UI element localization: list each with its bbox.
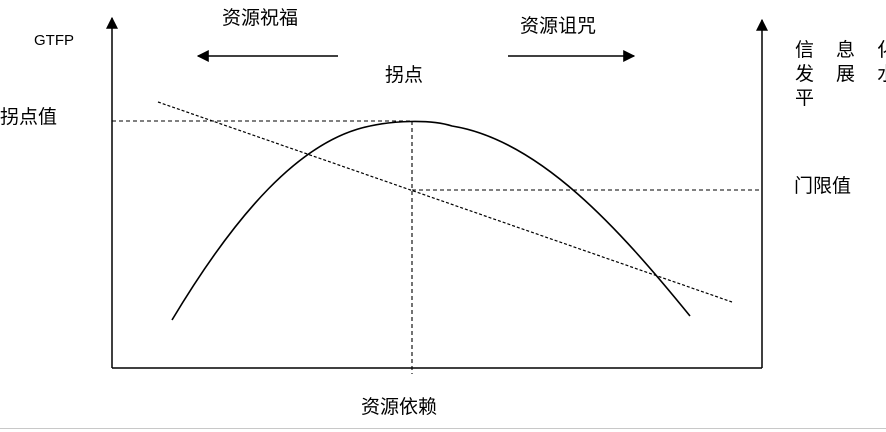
right-axis-label-line-3: 平	[795, 87, 823, 109]
left-axis-label: GTFP	[34, 32, 74, 49]
inverted-u-curve	[171, 120, 691, 321]
threshold-line	[157, 101, 733, 303]
right-axis-label-line-2: 发 展 水	[795, 63, 886, 85]
right-axis-label-line-1: 信 息 化	[795, 39, 886, 61]
threshold-label: 门限值	[794, 175, 852, 197]
right-arrow-label: 资源诅咒	[520, 15, 597, 37]
turning-value-label: 拐点值	[0, 106, 58, 128]
x-axis-label: 资源依赖	[361, 396, 438, 418]
right-axis-label: 信 息 化 发 展 水 平	[795, 41, 886, 113]
bottom-divider	[0, 428, 886, 429]
turning-point-label: 拐点	[385, 64, 424, 86]
left-arrow-label: 资源祝福	[222, 7, 299, 29]
